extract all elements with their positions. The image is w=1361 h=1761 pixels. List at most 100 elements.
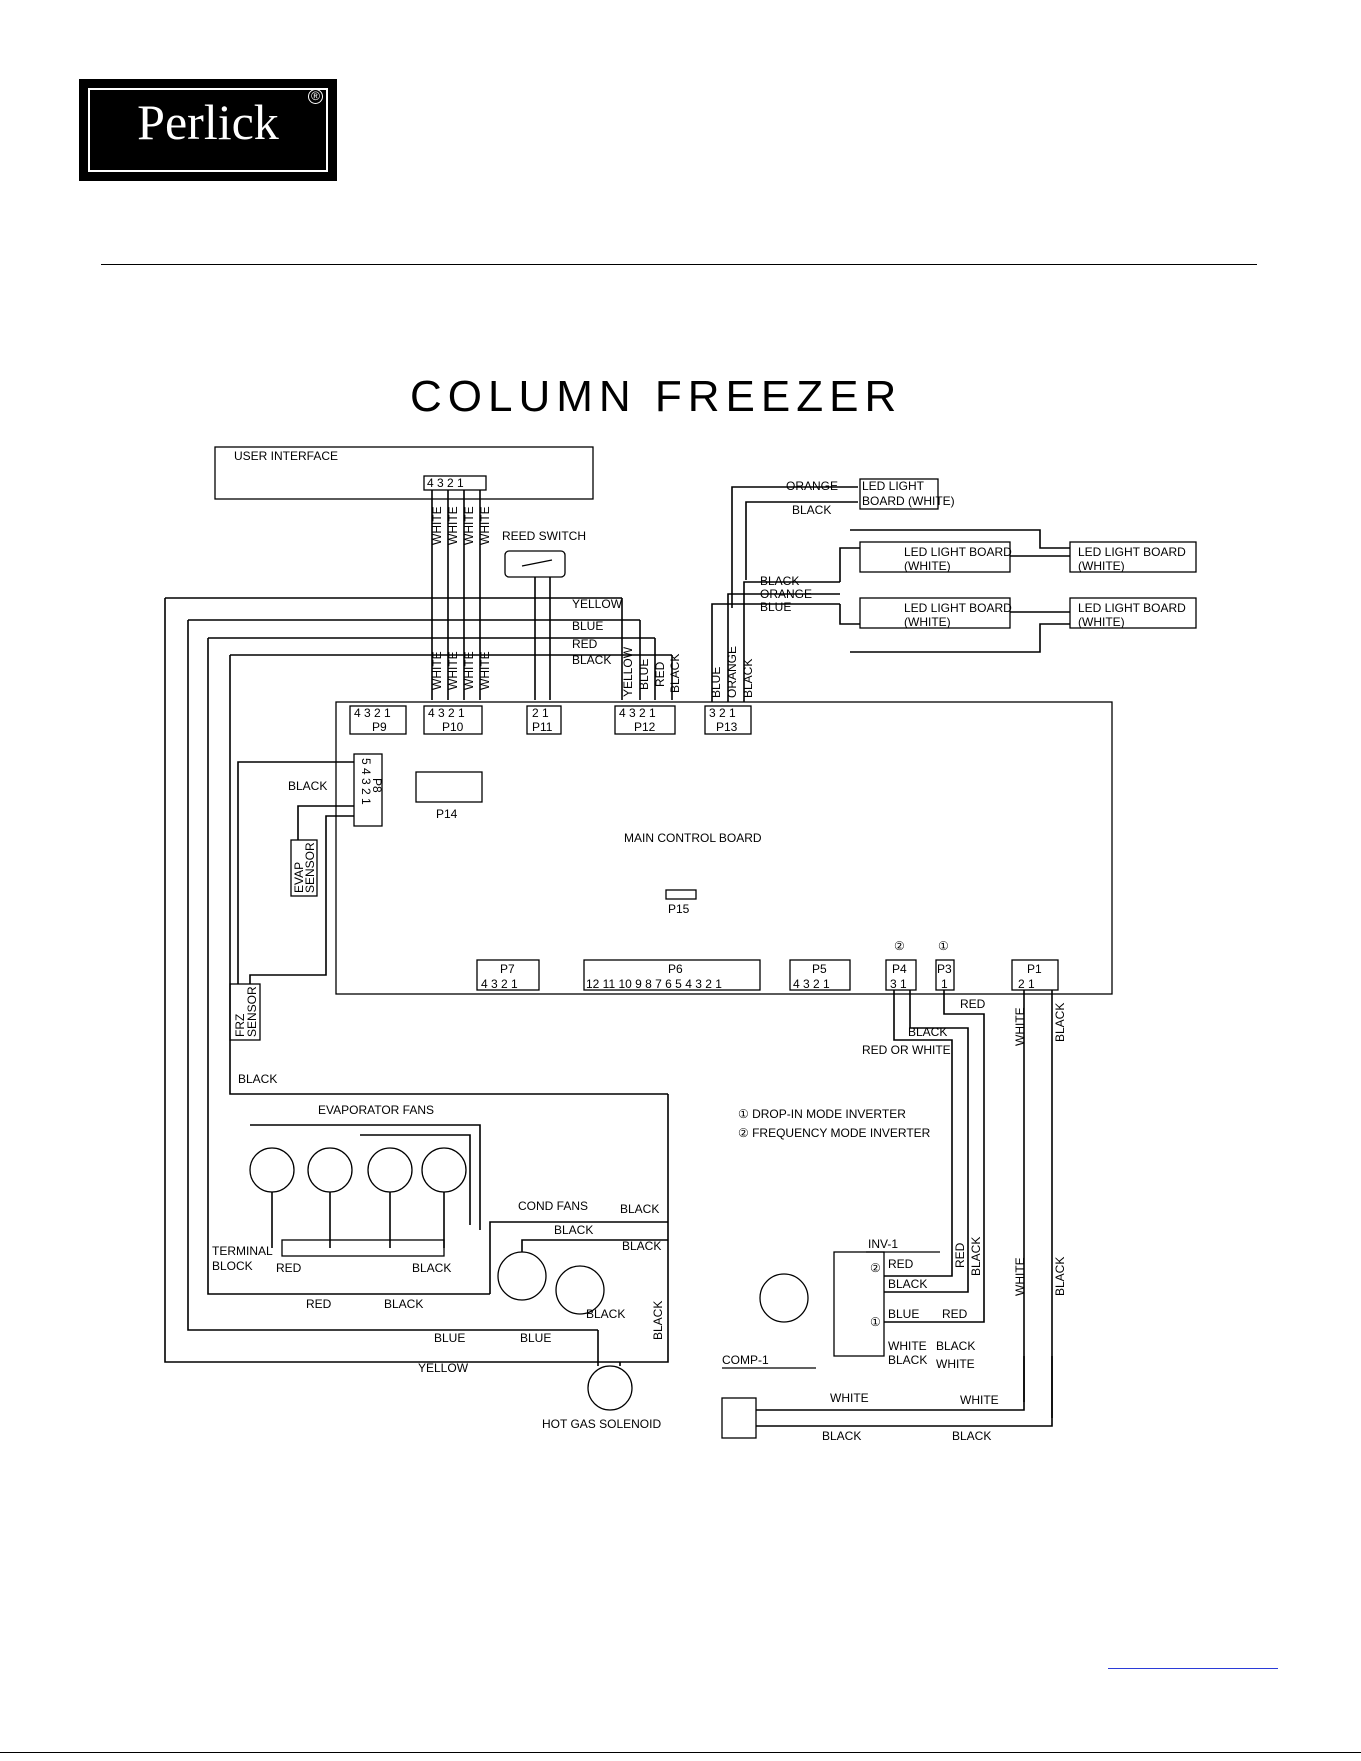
main-control-board-label: MAIN CONTROL BOARD [624, 831, 762, 845]
svg-text:BLACK: BLACK [668, 654, 682, 693]
svg-text:3 1: 3 1 [890, 977, 907, 991]
svg-text:LED LIGHT BOARD: LED LIGHT BOARD [904, 545, 1012, 559]
svg-text:WHITE: WHITE [888, 1339, 927, 1353]
svg-text:(WHITE): (WHITE) [904, 559, 951, 573]
p5-connector [789, 959, 851, 991]
svg-text:SENSOR: SENSOR [245, 986, 259, 1037]
svg-text:4 3 2 1: 4 3 2 1 [619, 706, 656, 720]
svg-text:LED LIGHT BOARD: LED LIGHT BOARD [1078, 601, 1186, 615]
reed-switch-label: REED SWITCH [502, 529, 586, 543]
svg-text:WHITE: WHITE [430, 506, 444, 545]
evap-sensor [290, 839, 318, 897]
svg-text:(WHITE): (WHITE) [1078, 615, 1125, 629]
svg-text:2 1: 2 1 [532, 706, 549, 720]
svg-text:BLACK: BLACK [651, 1301, 665, 1340]
svg-text:LED LIGHT BOARD: LED LIGHT BOARD [1078, 545, 1186, 559]
svg-text:WHITE: WHITE [446, 506, 460, 545]
logo-brand: Perlick [137, 94, 279, 150]
diagram-title: COLUMN FREEZER [410, 372, 903, 421]
blue-label: BLUE [572, 619, 603, 633]
svg-text:4 3 2 1: 4 3 2 1 [481, 977, 518, 991]
svg-text:BLACK: BLACK [1053, 1003, 1067, 1042]
svg-text:P10: P10 [442, 720, 464, 734]
inv-label: INV-1 [868, 1237, 898, 1251]
svg-text:WHITE: WHITE [830, 1391, 869, 1405]
svg-text:RED: RED [653, 661, 667, 687]
svg-text:RED: RED [888, 1257, 914, 1271]
outer-wires [164, 598, 669, 1363]
svg-text:BLUE: BLUE [434, 1331, 465, 1345]
black-label: BLACK [572, 653, 611, 667]
cond-fans-label: COND FANS [518, 1199, 588, 1213]
black-label-left: BLACK [238, 1072, 277, 1086]
svg-text:②: ② [870, 1261, 881, 1275]
svg-text:LED LIGHT BOARD: LED LIGHT BOARD [904, 601, 1012, 615]
svg-text:EVAP: EVAP [292, 862, 306, 893]
svg-text:P15: P15 [668, 902, 690, 916]
footer-link-underline [1108, 1668, 1278, 1669]
svg-text:BLUE: BLUE [709, 667, 723, 698]
svg-text:BLACK: BLACK [792, 503, 831, 517]
hot-gas-solenoid-label: HOT GAS SOLENOID [542, 1417, 661, 1431]
ui-connector [423, 475, 487, 491]
p11-connector [526, 705, 562, 735]
inverter-wires [884, 990, 1053, 1418]
p8-black-label: BLACK [288, 779, 327, 793]
svg-text:①: ① [870, 1315, 881, 1329]
svg-text:BLACK: BLACK [622, 1239, 661, 1253]
svg-text:ORANGE: ORANGE [786, 479, 838, 493]
svg-text:BLUE: BLUE [520, 1331, 551, 1345]
svg-text:WHITE: WHITE [478, 506, 492, 545]
evaporator-fans [249, 1124, 481, 1248]
svg-text:P6: P6 [668, 962, 683, 976]
svg-text:FRZ: FRZ [233, 1014, 247, 1037]
svg-text:BOARD (WHITE): BOARD (WHITE) [862, 494, 955, 508]
compressor [759, 1273, 809, 1323]
svg-text:BLACK: BLACK [412, 1261, 451, 1275]
svg-text:RED OR WHITE: RED OR WHITE [862, 1043, 951, 1057]
svg-text:WHITE: WHITE [446, 651, 460, 690]
svg-text:WHITE: WHITE [936, 1357, 975, 1371]
svg-text:BLACK: BLACK [620, 1202, 659, 1216]
svg-text:RED: RED [306, 1297, 332, 1311]
ui-wires [431, 490, 481, 700]
main-control-board [335, 701, 1113, 995]
svg-text:BLUE: BLUE [637, 659, 651, 690]
svg-text:12 11 10 9 8 7 6 5 4 3 2 1: 12 11 10 9 8 7 6 5 4 3 2 1 [586, 977, 722, 991]
svg-text:2 1: 2 1 [1018, 977, 1035, 991]
p15-connector [665, 889, 697, 900]
svg-text:BLACK: BLACK [1053, 1257, 1067, 1296]
svg-text:P12: P12 [634, 720, 656, 734]
svg-text:BLACK: BLACK [741, 659, 755, 698]
svg-text:P11: P11 [532, 720, 553, 734]
svg-text:BLACK: BLACK [586, 1307, 625, 1321]
svg-text:RED: RED [942, 1307, 968, 1321]
svg-text:P14: P14 [436, 807, 458, 821]
svg-text:TERMINAL: TERMINAL [212, 1244, 273, 1258]
svg-text:BLACK: BLACK [822, 1429, 861, 1443]
svg-text:P7: P7 [500, 962, 515, 976]
ui-pins: 4 3 2 1 [427, 476, 464, 490]
svg-text:WHITE: WHITE [1013, 1257, 1027, 1296]
p7-connector [476, 959, 540, 991]
svg-text:WHITE: WHITE [430, 651, 444, 690]
led-board-2 [1069, 541, 1197, 573]
svg-text:P3: P3 [937, 962, 952, 976]
svg-text:5 4 3 2 1: 5 4 3 2 1 [359, 758, 373, 805]
svg-text:RED: RED [960, 997, 986, 1011]
ui-wire-labels: WHITE WHITE WHITE WHITE WHITE WHITE WHIT… [430, 506, 492, 690]
svg-text:LED LIGHT: LED LIGHT [862, 479, 925, 493]
hot-gas-solenoid [587, 1365, 633, 1411]
perlick-logo: Perlick ® [79, 79, 337, 181]
svg-text:BLACK: BLACK [952, 1429, 991, 1443]
left-harness [165, 597, 673, 700]
svg-text:P4: P4 [892, 962, 907, 976]
svg-text:WHITE: WHITE [1013, 1007, 1027, 1046]
svg-text:YELLOW: YELLOW [621, 646, 635, 697]
p9-connector [349, 705, 407, 735]
comp-label: COMP-1 [722, 1353, 769, 1367]
svg-text:ORANGE: ORANGE [725, 646, 739, 698]
svg-text:4 3 2 1: 4 3 2 1 [793, 977, 830, 991]
p13-connector [704, 705, 752, 735]
